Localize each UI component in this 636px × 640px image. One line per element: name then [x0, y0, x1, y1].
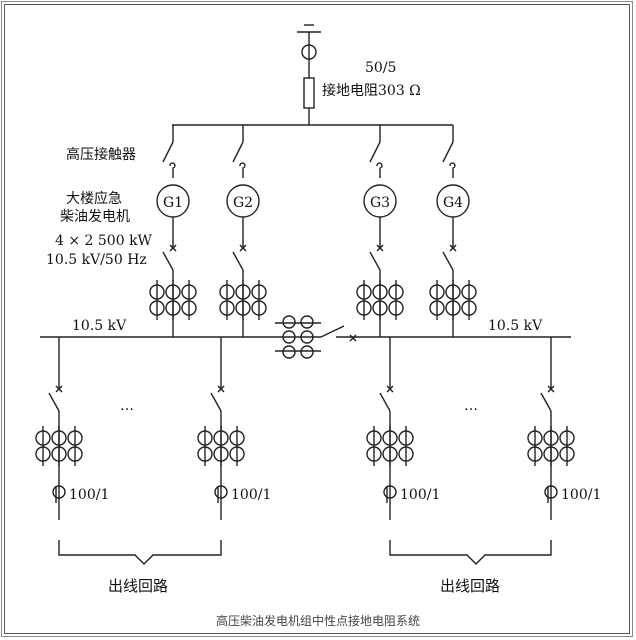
generator-label: G4 [443, 195, 463, 211]
outgoing-feeder: 100/1 [366, 337, 440, 520]
outgoing-label-right: 出线回路 [440, 577, 500, 595]
outgoing-feeder: 100/1 [527, 337, 601, 520]
generator-desc-2: 柴油发电机 [60, 209, 130, 225]
contactor-label: 高压接触器 [66, 146, 136, 163]
feeder-ct-icon [544, 485, 558, 499]
grounding-resistor-icon [303, 77, 315, 109]
generator-label: G1 [163, 195, 183, 211]
generator-branch: G1 [149, 125, 197, 337]
bus-label-left: 10.5 kV [72, 318, 127, 334]
generator-label: G2 [233, 195, 253, 211]
outgoing-feeder: 100/1 [35, 337, 109, 520]
generator-rating-2: 10.5 kV/50 Hz [46, 252, 147, 268]
bus-tie-ct-icon [275, 315, 321, 359]
bus-tie-breaker-icon [320, 325, 357, 342]
ct-group-icon [356, 280, 404, 320]
ct-group-icon [366, 426, 414, 466]
figure-caption: 高压柴油发电机组中性点接地电阻系统 [216, 613, 420, 628]
feeder-ct-icon [52, 485, 66, 499]
neutral-ct-ratio: 50/5 [365, 60, 396, 76]
neutral-ct-icon [301, 44, 317, 60]
generator-branch: G4 [429, 125, 477, 337]
ct-group-icon [527, 426, 575, 466]
feeder-ct-ratio: 100/1 [231, 487, 271, 503]
ct-group-icon [429, 280, 477, 320]
ellipsis-left: … [120, 398, 134, 414]
ct-group-icon [35, 426, 83, 466]
ground-icon [297, 24, 321, 78]
ellipsis-right: … [464, 398, 478, 414]
outgoing-label-left: 出线回路 [108, 577, 168, 595]
bus-label-right: 10.5 kV [488, 318, 543, 334]
generator-branch: G3 [356, 125, 404, 337]
bracket-left [58, 540, 222, 565]
feeder-ct-ratio: 100/1 [69, 487, 109, 503]
ct-group-icon [149, 280, 197, 320]
generator-desc-1: 大楼应急 [66, 190, 122, 207]
ct-group-icon [219, 280, 267, 320]
feeder-ct-icon [214, 485, 228, 499]
generator-rating-1: 4 × 2 500 kW [55, 233, 153, 249]
bracket-right [389, 540, 552, 565]
resistor-label: 接地电阻303 Ω [322, 82, 421, 99]
generator-branch: G2 [219, 125, 267, 337]
ct-group-icon [197, 426, 245, 466]
feeder-ct-ratio: 100/1 [561, 487, 601, 503]
outgoing-feeder: 100/1 [197, 337, 271, 520]
feeder-ct-icon [383, 485, 397, 499]
feeder-ct-ratio: 100/1 [400, 487, 440, 503]
figure-frame [4, 4, 630, 634]
generator-label: G3 [370, 195, 390, 211]
